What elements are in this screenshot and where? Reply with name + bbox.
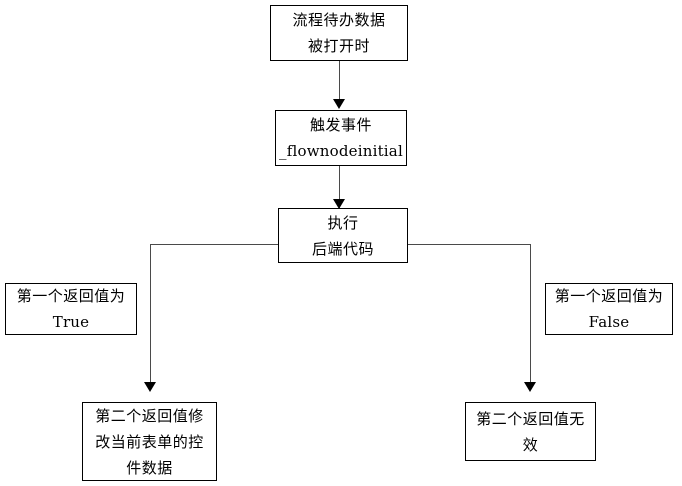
node-start-line2: 被打开时 [307, 37, 370, 55]
connector-start-to-trigger [339, 61, 340, 101]
label-return-false-line2: False [588, 313, 630, 331]
node-result-false-line1: 第二个返回值无 [476, 409, 585, 428]
node-result-true-line2: 改当前表单的控 [95, 432, 204, 451]
connector-execute-left-horizontal [150, 244, 278, 245]
node-trigger[interactable]: 触发事件 _flownodeinitial [275, 110, 407, 166]
arrowhead-start-to-trigger [333, 99, 345, 109]
node-result-false-line2: 效 [522, 435, 539, 454]
node-start[interactable]: 流程待办数据 被打开时 [270, 5, 408, 61]
label-return-false[interactable]: 第一个返回值为 False [545, 283, 673, 335]
arrowhead-execute-right [524, 382, 536, 392]
arrowhead-trigger-to-execute [333, 199, 345, 209]
node-execute-line2: 后端代码 [311, 239, 374, 258]
label-return-true-line2: True [52, 313, 90, 331]
label-return-true-line1: 第一个返回值为 [16, 287, 126, 305]
label-return-false-line1: 第一个返回值为 [554, 287, 664, 305]
node-trigger-line1: 触发事件 [309, 116, 372, 134]
node-start-line1: 流程待办数据 [292, 11, 386, 29]
node-result-true-line3: 件数据 [126, 458, 173, 477]
node-trigger-line2: _flownodeinitial [279, 142, 403, 160]
connector-execute-left-vertical [150, 244, 151, 384]
label-return-true[interactable]: 第一个返回值为 True [5, 283, 137, 335]
connector-trigger-to-execute [339, 166, 340, 208]
node-result-true-line1: 第二个返回值修 [95, 406, 204, 425]
node-result-false[interactable]: 第二个返回值无 效 [465, 402, 596, 461]
connector-execute-right-vertical [530, 244, 531, 384]
node-result-true[interactable]: 第二个返回值修 改当前表单的控 件数据 [82, 402, 217, 481]
node-execute[interactable]: 执行 后端代码 [278, 208, 408, 263]
arrowhead-execute-left [144, 382, 156, 392]
connector-execute-right-horizontal [408, 244, 530, 245]
node-execute-line1: 执行 [327, 213, 359, 232]
